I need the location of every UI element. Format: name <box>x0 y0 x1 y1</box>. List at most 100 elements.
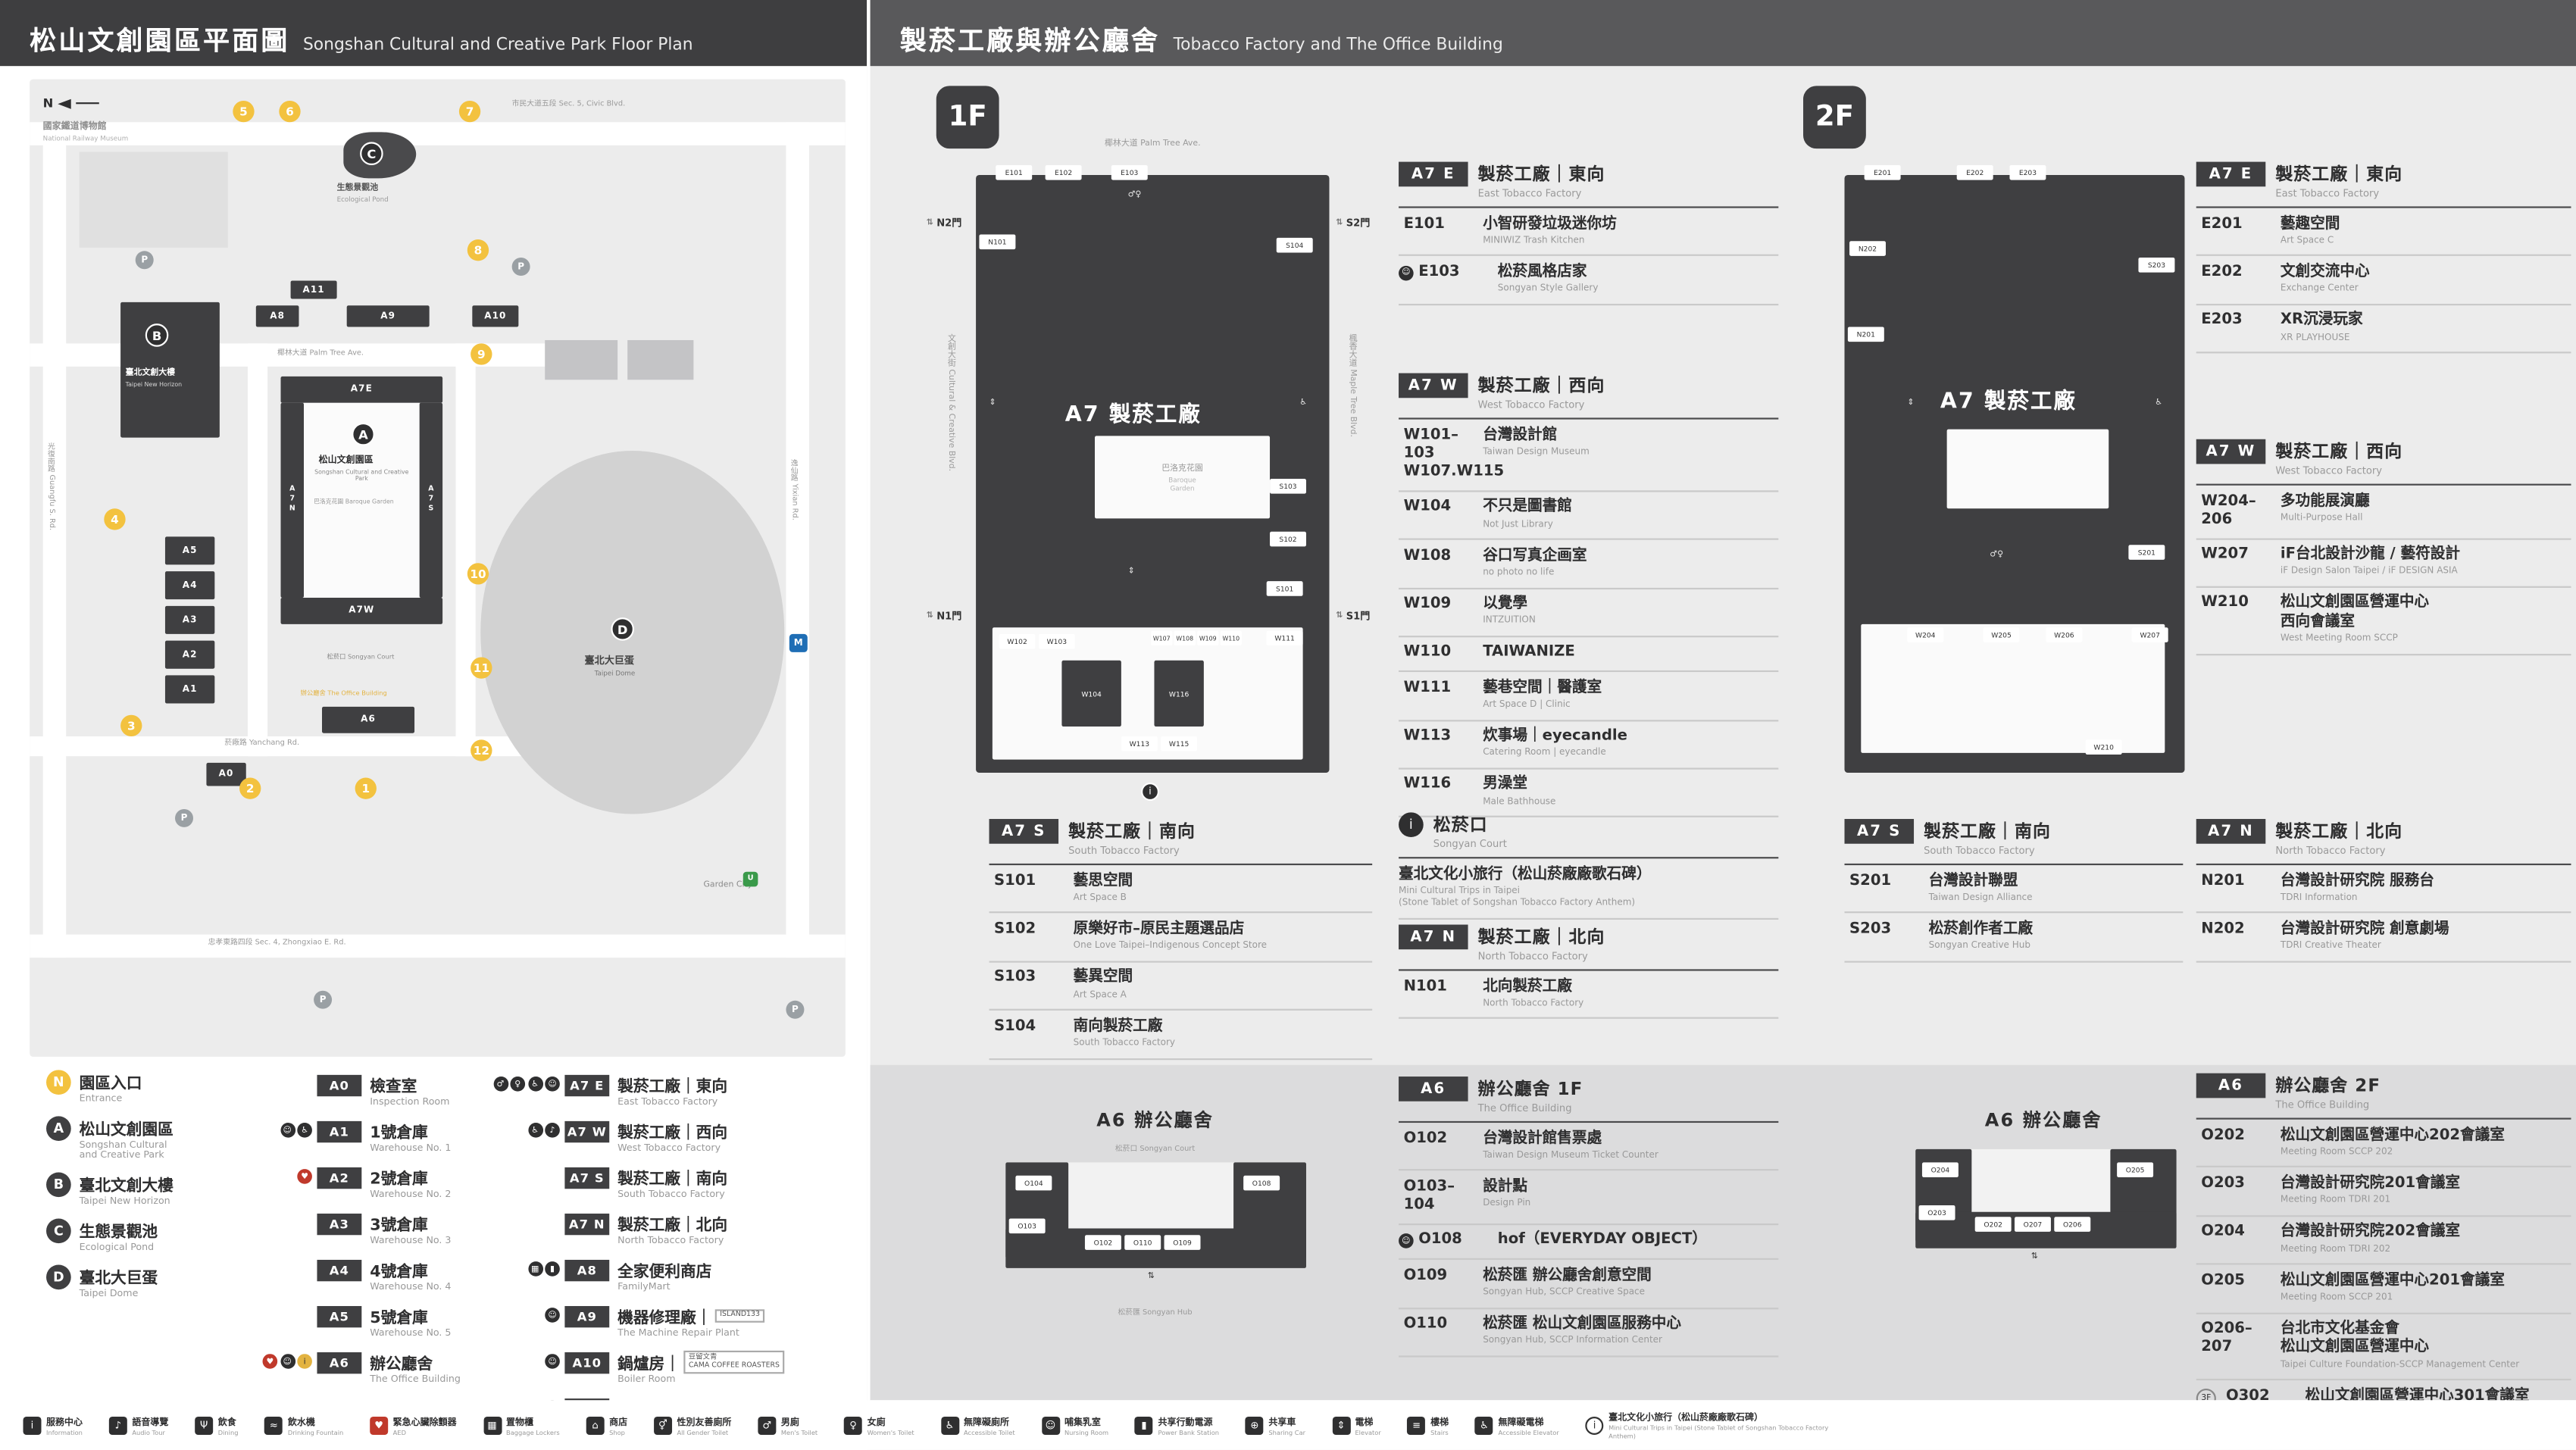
entrance-marker: 4 <box>104 508 126 530</box>
room-name-zh: TAIWANIZE <box>1483 644 1575 661</box>
room-row: W207 iF台北設計沙龍 / 藝符設計 iF Design Salon Tai… <box>2196 539 2571 588</box>
section-badge: A7 S <box>1844 819 1915 844</box>
building-label: A7N <box>288 485 297 516</box>
legend-buildings-a: A0 檢查室 Inspection Room ☺♿ A1 1號倉庫 Wareho… <box>262 1073 561 1397</box>
legend-point-row: B 臺北文創大樓 Taipei New Horizon <box>46 1172 311 1207</box>
room-row: O205 松山文創園區營運中心201會議室 Meeting Room SCCP … <box>2196 1265 2571 1314</box>
room-list-section: A7 N 製菸工廠｜北向 North Tobacco Factory <box>2196 819 2571 963</box>
facility-zh: 商店 <box>609 1417 628 1428</box>
section-badge: A7 W <box>2196 439 2266 464</box>
legend-note: ISLAND133 <box>714 1309 765 1323</box>
left-title-zh: 松山文創園區平面圖 <box>30 24 290 57</box>
facility-en: Information <box>46 1427 83 1436</box>
map-label: National Railway Museum <box>42 133 129 142</box>
room-cell: O103 <box>1008 1218 1046 1234</box>
room-cell: W111 <box>1266 630 1303 646</box>
legend-row: ▦▮ A8 全家便利商店 FamilyMart <box>527 1258 858 1293</box>
room-code: N101 <box>1403 978 1447 995</box>
facility-zh: 哺集乳室 <box>1064 1417 1101 1428</box>
marker-d: D <box>611 617 634 641</box>
legend-en: Taipei Dome <box>79 1289 139 1300</box>
section-title-zh: 製菸工廠｜南向 <box>1068 822 1196 842</box>
map-label: Taipei Dome <box>594 668 636 677</box>
room-name-zh: 台北市文化基金會 松山文創園區營運中心 <box>2280 1320 2430 1357</box>
womens-toilet-icon: ♀ <box>844 1415 863 1434</box>
row-icons: ☺ <box>1399 265 1414 281</box>
aed-icon: ♥ <box>262 1354 278 1369</box>
room-name-zh: hof（EVERYDAY OBJECT） <box>1497 1232 1707 1249</box>
room-list-section: A7 W 製菸工廠｜西向 West Tobacco Factory <box>1399 373 1779 818</box>
facility-legend-item: ⚥ 性別友善廁所 All Gender Toilet <box>653 1414 731 1436</box>
room-name-en: INTZUITION <box>1483 616 1536 627</box>
legend-en: Warehouse No. 1 <box>370 1144 452 1155</box>
nursing-icon: ☺ <box>545 1354 560 1369</box>
road-guangfu-rd <box>42 122 67 958</box>
room-row: O206–207 台北市文化基金會 松山文創園區營運中心 Taipei Cult… <box>2196 1314 2571 1381</box>
room-cell: W204 <box>1907 627 1944 642</box>
accessible-icon: ♿ <box>2155 398 2163 408</box>
facility-en: Power Bank Station <box>1158 1427 1220 1436</box>
culture-trip-icon: i <box>1585 1415 1604 1434</box>
section-title-zh: 製菸工廠｜東向 <box>1477 164 1605 186</box>
section-header: A7 E 製菸工廠｜東向 East Tobacco Factory <box>1399 161 1779 208</box>
room-cell: W103 <box>1038 633 1075 649</box>
road-inner-west <box>247 343 268 757</box>
garden-label-en: Baroque Garden <box>1168 475 1196 492</box>
facility-zh: 語音導覽 <box>132 1417 169 1428</box>
map-building-block: A7S <box>419 402 443 598</box>
section-title-en: The Office Building <box>1477 1102 1572 1115</box>
legend-row: ☺ A9 機器修理廠｜ISLAND133 The Machine Repair … <box>545 1305 858 1339</box>
room-name-en: Songyan Hub, SCCP Information Center <box>1483 1336 1662 1346</box>
legend-zh: 檢查室 <box>370 1078 417 1097</box>
room-code: S201 <box>1849 872 1892 889</box>
room-cell: E101 <box>996 164 1033 180</box>
left-header: 松山文創園區平面圖 Songshan Cultural and Creative… <box>0 0 868 67</box>
legend-row-icons: ♥☺i <box>262 1354 312 1369</box>
room-name-en: iF Design Salon Taipei / iF DESIGN ASIA <box>2280 567 2458 577</box>
room-list-section: A6 辦公廳舍 2F The Office Building <box>2196 1073 2571 1430</box>
section-rows: O102 台灣設計館售票處 Taiwan Design Museum Ticke… <box>1399 1123 1779 1358</box>
legend-row: A7 N 製菸工廠｜北向 North Tobacco Factory <box>564 1212 858 1247</box>
room-cell: W207 <box>2131 627 2168 642</box>
map-label: 忠孝東路四段 Sec. 4, Zhongxiao E. Rd. <box>208 939 346 948</box>
room-name-en: Art Space A <box>1073 989 1127 1000</box>
factory-panel: 製菸工廠與辦公廳舍 Tobacco Factory and The Office… <box>867 0 2576 1450</box>
facility-en: Mini Cultural Trips in Taipei (Stone Tab… <box>1608 1423 1829 1440</box>
room-row: W104 不只是圖書館 Not Just Library <box>1399 492 1779 541</box>
room-row: S104 南向製菸工廠 South Tobacco Factory <box>989 1011 1373 1060</box>
room-list-section: A7 S 製菸工廠｜南向 South Tobacco Factory <box>1844 819 2184 963</box>
information-icon: i <box>23 1415 42 1434</box>
room-name-zh: 多功能展演廳 <box>2280 492 2370 510</box>
room-cell: S203 <box>2138 258 2175 273</box>
room-name-zh: 台灣設計聯盟 <box>1928 872 2018 889</box>
compass-north: N <box>43 95 100 111</box>
room-list-section: A7 N 製菸工廠｜北向 North Tobacco Factory <box>1399 924 1779 1020</box>
map-label: 松山文創園區 <box>318 455 374 466</box>
room-name-en: Taiwan Design Museum Ticket Counter <box>1483 1150 1658 1161</box>
room-code: W210 <box>2201 595 2249 612</box>
room-list-section: A7 E 製菸工廠｜東向 East Tobacco Factory <box>1399 161 1779 305</box>
facility-legend-item: ⇕ 電梯 Elevator <box>1331 1414 1381 1436</box>
room-code: O108 <box>1418 1232 1462 1249</box>
legend-row-icons: ♿♪ <box>527 1123 560 1138</box>
room-name-zh: 台灣設計研究院201會議室 <box>2280 1175 2461 1192</box>
room-name-en: TDRI Creative Theater <box>2280 941 2381 952</box>
facility-legend-item: ☺ 哺集乳室 Nursing Room <box>1041 1414 1108 1436</box>
facility-legend-item: Ψ 飲食 Dining <box>195 1414 238 1436</box>
room-code: W110 <box>1403 644 1452 661</box>
building-code-badge: A7 N <box>564 1213 610 1236</box>
map-label: 巴洛克花園 Baroque Garden <box>314 498 394 505</box>
building-label: A9 <box>380 311 396 321</box>
room-row: W113 炊事場｜eyecandle Catering Room | eyeca… <box>1399 720 1779 770</box>
legend-en: Warehouse No. 3 <box>370 1236 452 1247</box>
legend-row: ♂♀♿☺ A7 E 製菸工廠｜東向 East Tobacco Factory <box>492 1073 858 1108</box>
facility-zh: 樓梯 <box>1430 1417 1449 1428</box>
room-cell: E202 <box>1956 164 1993 180</box>
songyan-court-section: i 松菸口 Songyan Court 臺北文化小旅行（松山菸廠廠歌石碑） Mi… <box>1399 812 1779 919</box>
section-title-zh: 辦公廳舍 2F <box>2275 1077 2381 1097</box>
section-header: A6 辦公廳舍 1F The Office Building <box>1399 1077 1779 1123</box>
legend-row-icons: ♂♀♿☺ <box>492 1077 560 1092</box>
section-rows: S101 藝思空間 Art Space B S102 <box>989 865 1373 1060</box>
songyan-court-marker: i <box>1141 783 1160 802</box>
